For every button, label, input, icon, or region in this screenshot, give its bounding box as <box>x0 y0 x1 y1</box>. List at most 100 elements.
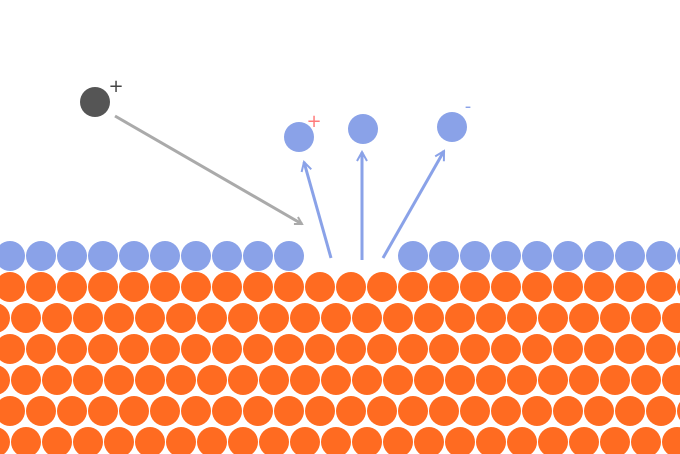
substrate-atom <box>197 303 227 333</box>
substrate-atom <box>243 396 273 426</box>
substrate-atom <box>429 396 459 426</box>
substrate-atom <box>305 272 335 302</box>
substrate-atom <box>197 365 227 395</box>
substrate-atom <box>538 365 568 395</box>
substrate-atom <box>367 272 397 302</box>
substrate-atom <box>615 396 645 426</box>
substrate-atom <box>429 334 459 364</box>
substrate-atom <box>662 303 680 333</box>
substrate-atom <box>119 272 149 302</box>
surface-atom-layer <box>0 241 680 271</box>
surface-atom <box>181 241 211 271</box>
substrate-atom <box>662 427 680 454</box>
substrate-atom <box>150 396 180 426</box>
surface-atom <box>522 241 552 271</box>
substrate-atom <box>569 427 599 454</box>
substrate-atom <box>383 427 413 454</box>
substrate-atom <box>491 396 521 426</box>
substrate-atom <box>383 303 413 333</box>
substrate-atom <box>228 427 258 454</box>
surface-atom <box>677 247 680 265</box>
substrate-atom <box>166 303 196 333</box>
surface-atom <box>212 241 242 271</box>
substrate-atom <box>135 427 165 454</box>
substrate-atom <box>166 365 196 395</box>
ejected-neutral <box>348 114 378 144</box>
surface-atom <box>429 241 459 271</box>
substrate-atom <box>445 365 475 395</box>
substrate-atom <box>0 396 25 426</box>
substrate-atom <box>88 396 118 426</box>
substrate-atom <box>26 396 56 426</box>
substrate-atom <box>352 365 382 395</box>
incident-ion-charge: + <box>108 76 123 97</box>
substrate-atom <box>398 334 428 364</box>
substrate-atom <box>11 365 41 395</box>
substrate-atom <box>321 303 351 333</box>
substrate-atom <box>57 396 87 426</box>
substrate-lattice <box>0 272 680 454</box>
substrate-atom <box>662 365 680 395</box>
substrate-atom <box>321 427 351 454</box>
substrate-atom <box>57 334 87 364</box>
substrate-atom <box>11 303 41 333</box>
substrate-atom <box>398 396 428 426</box>
substrate-atom <box>290 427 320 454</box>
substrate-atom <box>522 272 552 302</box>
surface-atom <box>57 241 87 271</box>
substrate-atom <box>212 334 242 364</box>
substrate-atom <box>569 365 599 395</box>
substrate-atom <box>677 278 680 296</box>
substrate-atom <box>646 272 676 302</box>
substrate-atom <box>212 396 242 426</box>
substrate-atom <box>228 365 258 395</box>
substrate-atom <box>600 427 630 454</box>
surface-atom <box>584 241 614 271</box>
substrate-atom <box>243 272 273 302</box>
substrate-atom <box>460 334 490 364</box>
substrate-atom <box>197 427 227 454</box>
surface-atom <box>615 241 645 271</box>
substrate-atom <box>414 427 444 454</box>
substrate-atom <box>600 303 630 333</box>
substrate-atom <box>507 365 537 395</box>
substrate-atom <box>553 396 583 426</box>
substrate-atom <box>553 272 583 302</box>
substrate-atom <box>26 272 56 302</box>
substrate-atom <box>398 272 428 302</box>
substrate-atom <box>538 427 568 454</box>
substrate-atom <box>460 396 490 426</box>
substrate-atom <box>73 303 103 333</box>
substrate-atom <box>73 365 103 395</box>
substrate-atom <box>274 334 304 364</box>
substrate-atom <box>181 396 211 426</box>
surface-atom <box>553 241 583 271</box>
substrate-atom <box>26 334 56 364</box>
ejected-path-arrow-cation <box>304 162 333 259</box>
substrate-atom <box>476 303 506 333</box>
substrate-atom <box>305 334 335 364</box>
substrate-atom <box>646 334 676 364</box>
substrate-atom <box>135 365 165 395</box>
substrate-atom <box>0 427 10 454</box>
substrate-atom <box>88 334 118 364</box>
substrate-atom <box>336 334 366 364</box>
substrate-atom <box>538 303 568 333</box>
surface-atom <box>398 241 428 271</box>
substrate-atom <box>305 396 335 426</box>
substrate-atom <box>243 334 273 364</box>
substrate-atom <box>336 272 366 302</box>
substrate-atom <box>445 427 475 454</box>
ejected-path-arrow-anion <box>381 151 446 259</box>
substrate-atom <box>460 272 490 302</box>
substrate-atom <box>507 427 537 454</box>
substrate-atom <box>290 303 320 333</box>
substrate-atom <box>445 303 475 333</box>
substrate-atom <box>631 303 661 333</box>
substrate-atom <box>104 365 134 395</box>
surface-atom <box>119 241 149 271</box>
substrate-atom <box>228 303 258 333</box>
substrate-atom <box>166 427 196 454</box>
substrate-atom <box>522 334 552 364</box>
surface-atom <box>243 241 273 271</box>
